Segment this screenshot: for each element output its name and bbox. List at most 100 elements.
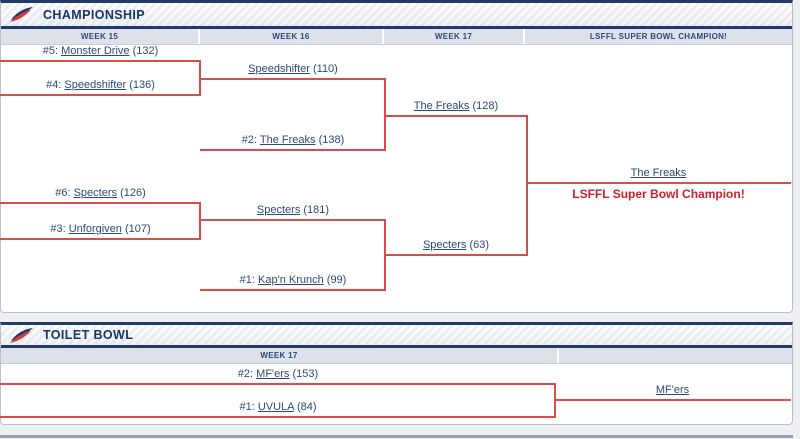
league-logo-icon <box>10 327 33 343</box>
team-link[interactable]: Speedshifter <box>64 79 127 91</box>
bottom-divider <box>0 435 793 438</box>
bracket-line <box>200 289 386 291</box>
championship-header: CHAMPIONSHIP <box>1 3 792 29</box>
team-label: #1: UVULA (84) <box>0 400 556 414</box>
team-link[interactable]: Specters <box>73 187 118 199</box>
team-label: #3: Unforgiven (107) <box>0 222 201 236</box>
column-champion: LSFFL SUPER BOWL CHAMPION! <box>589 32 728 41</box>
bracket-line <box>200 219 386 221</box>
team-score: (132) <box>129 45 159 57</box>
team-score: (138) <box>315 134 345 146</box>
team-label: Specters (63) <box>384 238 528 252</box>
team-link[interactable]: Specters <box>256 204 301 216</box>
team-score: (63) <box>466 239 490 251</box>
team-link[interactable]: Speedshifter <box>248 63 310 75</box>
toilet-bowl-panel: TOILET BOWL WEEK 17 <box>0 322 793 425</box>
seed-prefix: #3: <box>50 223 69 235</box>
bracket-slot: #1: UVULA (84) <box>0 400 556 418</box>
seed-prefix: #5: <box>42 45 62 57</box>
team-label: #2: The Freaks (138) <box>200 133 386 147</box>
team-label: The Freaks (128) <box>384 99 528 113</box>
bracket-line <box>0 416 556 418</box>
bracket-slot: #3: Unforgiven (107) <box>0 222 201 240</box>
team-link[interactable]: The Freaks <box>413 100 470 112</box>
team-label: #2: MF'ers (153) <box>0 367 556 381</box>
league-logo-icon <box>10 7 33 22</box>
bracket-slot: Specters (181) <box>200 203 386 221</box>
bracket-line <box>554 399 791 401</box>
column-winner <box>559 348 792 363</box>
winner-link[interactable]: MF'ers <box>655 384 690 396</box>
bracket-slot: #6: Specters (126) <box>0 186 201 204</box>
champion-name-link[interactable]: The Freaks <box>630 167 687 179</box>
bracket-connector <box>199 202 201 240</box>
champion-caption: LSFFL Super Bowl Champion! <box>572 187 745 201</box>
bracket-line <box>0 202 201 204</box>
seed-prefix: #1: <box>239 274 259 286</box>
bracket-slot: Speedshifter (110) <box>200 62 386 80</box>
column-separator <box>523 29 525 44</box>
team-link[interactable]: MF'ers <box>256 368 290 380</box>
column-week15: WEEK 15 <box>80 32 119 41</box>
bracket-slot: #2: The Freaks (138) <box>200 133 386 151</box>
championship-panel: CHAMPIONSHIP WEEK 15 WEEK 16 WEEK 17 LSF… <box>0 0 793 313</box>
team-score: (126) <box>117 187 146 199</box>
seed-prefix: #6: <box>55 187 74 199</box>
bracket-slot: #1: Kap'n Krunch (99) <box>200 273 386 291</box>
team-link[interactable]: UVULA <box>257 401 294 413</box>
champion-label: The Freaks <box>526 166 791 180</box>
champion-slot: The Freaks LSFFL Super Bowl Champion! <box>526 166 791 201</box>
team-link[interactable]: Unforgiven <box>68 223 122 235</box>
team-label: #6: Specters (126) <box>0 186 201 200</box>
team-label: Speedshifter (110) <box>200 62 386 76</box>
championship-title: CHAMPIONSHIP <box>43 7 146 22</box>
team-score: (181) <box>300 204 330 216</box>
team-score: (153) <box>289 368 319 380</box>
bracket-line <box>384 115 528 117</box>
bracket-slot: #4: Speedshifter (136) <box>0 78 201 96</box>
team-score: (107) <box>121 223 151 235</box>
winner-slot: MF'ers <box>554 383 791 401</box>
bracket-line <box>200 149 386 151</box>
seed-prefix: #2: <box>237 368 257 380</box>
bracket-line <box>200 78 386 80</box>
championship-column-header: WEEK 15 WEEK 16 WEEK 17 LSFFL SUPER BOWL… <box>1 29 792 45</box>
bracket-slot: #5: Monster Drive (132) <box>0 44 201 62</box>
toilet-bowl-title: TOILET BOWL <box>43 328 134 342</box>
team-link[interactable]: The Freaks <box>259 134 316 146</box>
column-week16: WEEK 16 <box>272 32 310 41</box>
toilet-bowl-column-header: WEEK 17 <box>1 348 792 364</box>
bracket-slot: The Freaks (128) <box>384 99 528 117</box>
bracket-connector <box>526 115 528 256</box>
column-separator <box>382 29 384 44</box>
team-link[interactable]: Specters <box>422 239 467 251</box>
team-label: #4: Speedshifter (136) <box>0 78 201 92</box>
column-week17: WEEK 17 <box>260 351 298 360</box>
team-score: (110) <box>309 63 338 75</box>
team-score: (84) <box>293 401 317 413</box>
bracket-connector <box>384 78 386 151</box>
bracket-line <box>384 254 528 256</box>
team-label: Specters (181) <box>200 203 386 217</box>
seed-prefix: #2: <box>241 134 260 146</box>
column-separator <box>198 29 200 44</box>
team-score: (136) <box>126 79 155 91</box>
column-separator <box>557 348 559 363</box>
bracket-line <box>526 182 791 184</box>
team-link[interactable]: Kap'n Krunch <box>258 274 324 286</box>
toilet-bowl-header: TOILET BOWL <box>1 325 792 348</box>
team-score: (128) <box>469 100 499 112</box>
team-label: #5: Monster Drive (132) <box>0 44 201 58</box>
winner-label: MF'ers <box>554 383 791 397</box>
bracket-line <box>0 238 201 240</box>
bracket-line <box>0 383 556 385</box>
bracket-line <box>0 60 201 62</box>
team-link[interactable]: Monster Drive <box>61 45 130 57</box>
team-label: #1: Kap'n Krunch (99) <box>200 273 386 287</box>
column-week17: WEEK 17 <box>434 32 473 41</box>
seed-prefix: #1: <box>239 401 258 413</box>
bracket-slot: Specters (63) <box>384 238 528 256</box>
bracket-slot: #2: MF'ers (153) <box>0 367 556 385</box>
bracket-line <box>0 94 201 96</box>
